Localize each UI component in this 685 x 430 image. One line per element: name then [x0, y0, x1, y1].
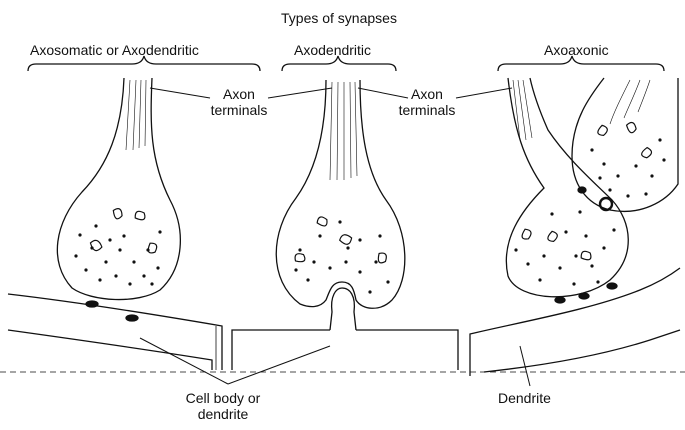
callout-line: terminals — [394, 102, 460, 118]
panel-label-axoaxonic: Axoaxonic — [544, 42, 609, 58]
panel-label-axosomatic: Axosomatic or Axodendritic — [30, 42, 199, 58]
callout-line: terminals — [206, 102, 272, 118]
callout-axon-terminals-2: Axon terminals — [394, 86, 460, 118]
bracket-middle — [282, 56, 396, 71]
leader-lines — [140, 88, 530, 386]
postsynaptic-left — [8, 294, 222, 370]
bracket-right — [498, 56, 664, 71]
callout-axon-terminals-1: Axon terminals — [206, 86, 272, 118]
postsynaptic-middle — [232, 330, 458, 370]
axon-terminal-left — [57, 78, 180, 321]
callout-dendrite: Dendrite — [498, 390, 551, 406]
callout-cell-body: Cell body or dendrite — [168, 390, 278, 422]
callout-line: Axon — [206, 86, 272, 102]
panel-label-axodendritic: Axodendritic — [294, 42, 371, 58]
callout-line: Axon — [394, 86, 460, 102]
axon-terminal-presynaptic — [572, 78, 678, 211]
diagram-title: Types of synapses — [281, 10, 461, 26]
axon-terminal-middle — [276, 80, 405, 330]
bracket-left — [28, 56, 260, 71]
callout-line: Cell body or — [168, 390, 278, 406]
callout-line: dendrite — [168, 406, 278, 422]
